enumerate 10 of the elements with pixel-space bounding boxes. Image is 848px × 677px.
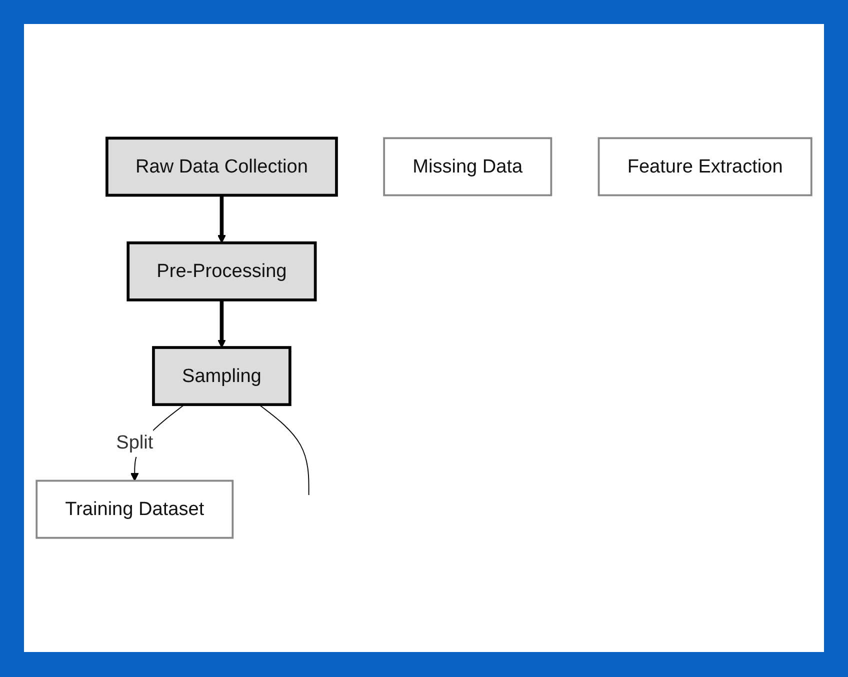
edge-label: Split — [116, 432, 154, 454]
node-box: Feature Extraction — [598, 137, 812, 196]
node-box: Missing Data — [383, 137, 552, 196]
node-box: Training Dataset — [36, 480, 234, 539]
arrow — [218, 300, 226, 348]
node-box: Raw Data Collection — [106, 136, 338, 197]
arrow — [218, 195, 226, 244]
node-box: Sampling — [152, 346, 292, 406]
node-box: Pre-Processing — [126, 241, 317, 302]
connector — [258, 404, 310, 496]
